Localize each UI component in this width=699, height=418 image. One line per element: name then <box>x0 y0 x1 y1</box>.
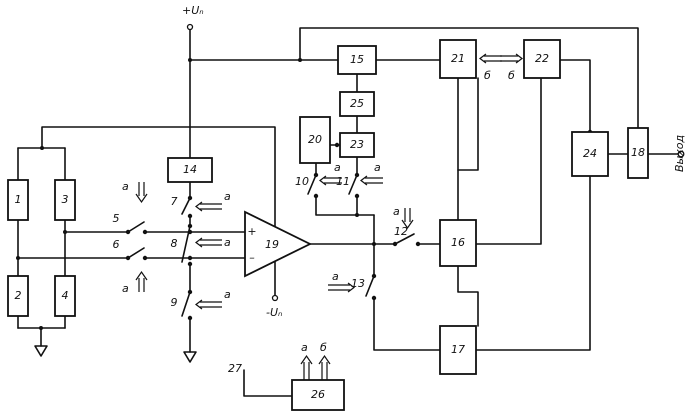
block-14-label: 14 <box>183 163 197 176</box>
switch-10: 10 <box>295 173 318 198</box>
junctions <box>16 58 592 330</box>
label-switch-10: 10 <box>295 175 309 188</box>
arrow-icon-b-block-21: б <box>480 54 502 82</box>
wire-21-down <box>458 78 478 170</box>
label-switch-8: 8 <box>171 237 178 250</box>
wire-sw10-11-join <box>316 196 357 215</box>
ground-icon-center <box>184 352 196 362</box>
block-2-label: 2 <box>15 289 22 302</box>
label-switch-12: 12 <box>394 225 408 238</box>
label-switch-11: 11 <box>336 175 350 188</box>
block-25-label: 25 <box>350 97 364 110</box>
block-20-label: 20 <box>308 133 322 146</box>
wire-16-17 <box>458 266 478 326</box>
svg-text:а: а <box>334 161 341 174</box>
wire-17-24 <box>476 176 590 350</box>
svg-text:а: а <box>224 288 231 301</box>
wire-22-24 <box>560 60 590 132</box>
supply-plus-label: +Uₙ <box>182 4 204 17</box>
arrow-icon-a-switch-7: а <box>196 190 231 211</box>
block-3-label: 3 <box>62 193 69 206</box>
block-1-label: 1 <box>15 193 22 206</box>
svg-text:а: а <box>393 205 400 218</box>
svg-text:б: б <box>508 69 515 82</box>
wire-16-22 <box>476 78 541 244</box>
svg-text:б: б <box>484 69 491 82</box>
arrow-icon-a-switch-11: а <box>361 161 383 185</box>
supply-minus-terminal <box>273 296 278 301</box>
ground-icon-left <box>35 346 47 356</box>
switch-7: 7 <box>171 195 193 218</box>
switch-12: 12 <box>393 225 420 246</box>
opamp-minus-sign: – <box>249 251 255 264</box>
opamp-plus-sign: + <box>247 225 256 238</box>
block-22-label: 22 <box>535 52 549 65</box>
block-21-label: 21 <box>451 52 465 65</box>
opamp-19: + – 19 <box>245 212 310 276</box>
block-23-label: 23 <box>350 138 364 151</box>
supply-minus-label: -Uₙ <box>266 306 282 319</box>
block-26-label: 26 <box>311 388 325 401</box>
block-16-label: 16 <box>451 236 465 249</box>
blocks: 1 2 3 4 14 15 25 20 23 21 22 24 18 16 17… <box>8 40 648 410</box>
switch-11: 11 <box>336 173 359 198</box>
svg-text:а: а <box>122 180 129 193</box>
svg-text:а: а <box>122 282 129 295</box>
wire-input-27 <box>244 370 292 396</box>
output-label: Выход <box>673 135 686 172</box>
block-17-label: 17 <box>451 343 465 356</box>
svg-text:а: а <box>301 341 308 354</box>
switch-5: 5 <box>113 212 148 234</box>
wire-top-feedback <box>42 127 275 296</box>
supply-plus-terminal <box>188 25 193 30</box>
label-switch-7: 7 <box>171 195 178 208</box>
switch-13: 13 <box>351 274 376 300</box>
svg-text:а: а <box>224 236 231 249</box>
wire-sw13-17 <box>374 298 440 350</box>
block-4-label: 4 <box>62 289 69 302</box>
switch-9: 9 <box>171 290 193 320</box>
svg-text:а: а <box>374 161 381 174</box>
arrow-icon-a-switch-6: а <box>122 272 147 295</box>
arrow-icon-b-block-26: б <box>319 341 330 380</box>
arrow-icon-a-block-26: а <box>301 341 312 380</box>
block-18-label: 18 <box>631 146 645 159</box>
switch-8: 8 <box>171 224 193 266</box>
opamp-label: 19 <box>265 238 279 251</box>
switch-6: 6 <box>113 238 148 260</box>
input-label: 27 <box>228 362 242 375</box>
arrow-icon-b-block-22: б <box>500 54 522 82</box>
label-switch-5: 5 <box>113 212 120 225</box>
arrow-icon-a-switch-8: а <box>196 236 231 249</box>
label-switch-9: 9 <box>171 296 178 309</box>
svg-text:а: а <box>332 270 339 283</box>
arrow-icon-a-switch-9: а <box>196 288 231 309</box>
svg-text:а: а <box>224 190 231 203</box>
arrow-icon-a-switch-5: а <box>122 180 147 202</box>
block-24-label: 24 <box>583 147 597 160</box>
block-15-label: 15 <box>350 53 364 66</box>
svg-text:б: б <box>320 341 327 354</box>
label-switch-6: 6 <box>113 238 120 251</box>
